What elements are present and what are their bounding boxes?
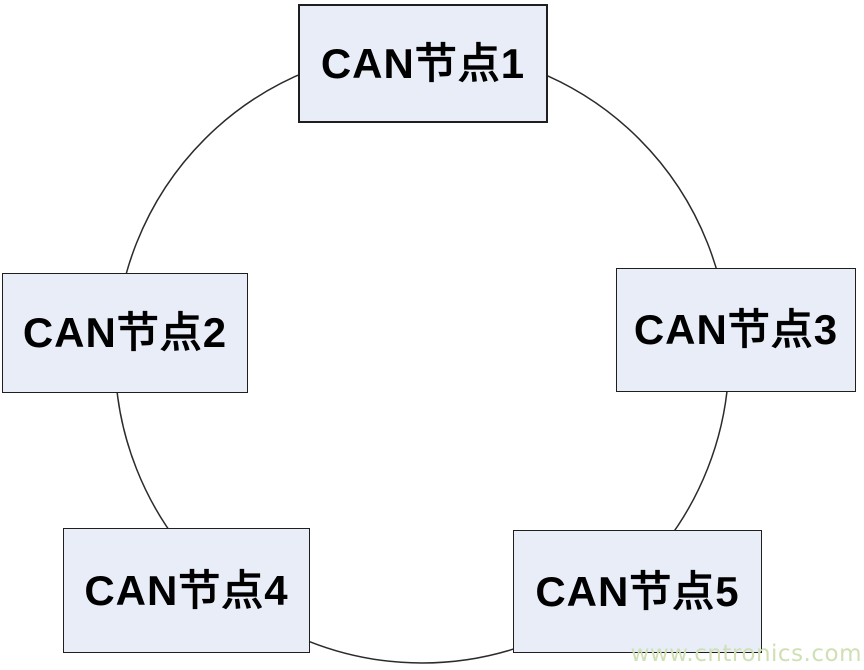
node-can-2: CAN节点2 [2, 273, 248, 393]
node-can-4: CAN节点4 [63, 528, 310, 653]
node-can-5-label: CAN节点5 [535, 567, 740, 615]
node-can-3: CAN节点3 [616, 268, 856, 392]
watermark: www.cntronics.com [630, 641, 862, 667]
node-can-2-label: CAN节点2 [22, 309, 228, 356]
node-can-5: CAN节点5 [513, 530, 762, 653]
node-can-1-label: CAN节点1 [320, 39, 526, 87]
node-can-4-label: CAN节点4 [84, 566, 289, 614]
node-can-1: CAN节点1 [298, 4, 548, 123]
node-can-3-label: CAN节点3 [633, 306, 839, 353]
